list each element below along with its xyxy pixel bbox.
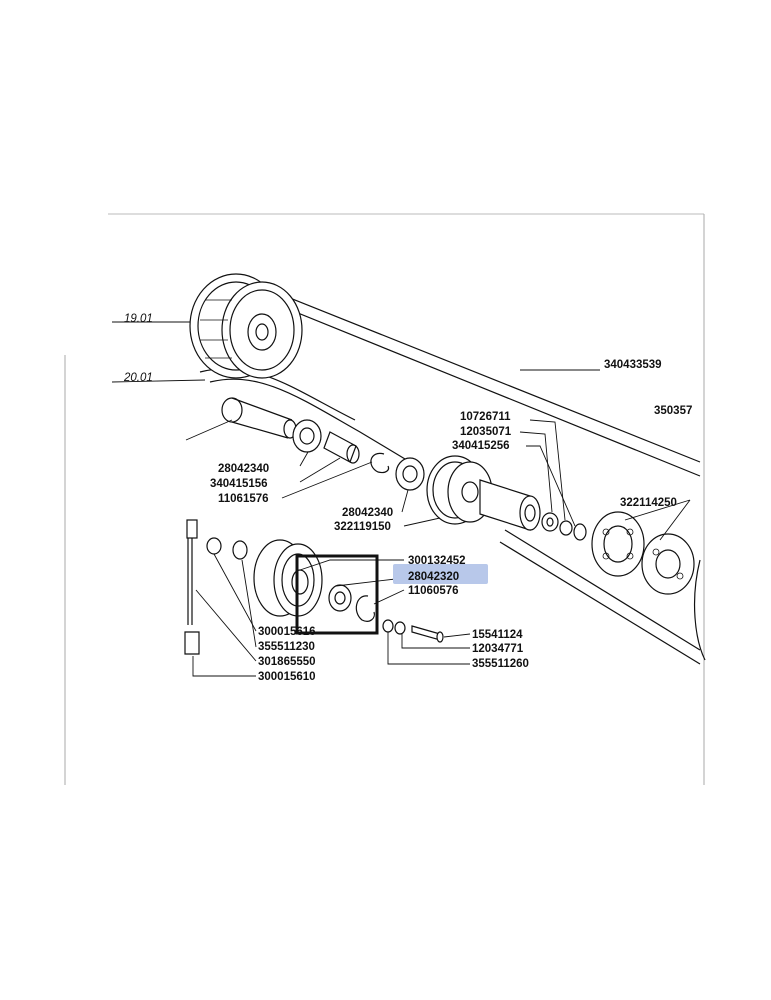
label-15541124: 15541124 xyxy=(472,629,523,641)
circlip-left xyxy=(370,452,390,474)
highlight-marker xyxy=(393,564,488,584)
bearing-left xyxy=(292,419,322,453)
label-11060576: 11060576 xyxy=(408,585,459,597)
label-300132452: 300132452 xyxy=(408,555,466,567)
label-300015616: 300015616 xyxy=(258,626,316,638)
bolt-washers xyxy=(382,619,444,643)
label-28042340-a: 28042340 xyxy=(218,463,269,475)
bearing-28042320 xyxy=(328,584,352,612)
label-12034771: 12034771 xyxy=(472,643,524,655)
label-340415256: 340415256 xyxy=(452,440,510,452)
input-shaft xyxy=(185,397,297,441)
tension-bolt xyxy=(184,519,248,655)
bearing-middle xyxy=(395,457,425,491)
ref-label-19-01: 19.01 xyxy=(124,313,153,325)
spacer-sleeve xyxy=(323,431,360,464)
selection-box xyxy=(295,554,379,635)
drive-pulley xyxy=(189,273,303,379)
label-10726711: 10726711 xyxy=(460,411,511,423)
idler-pulley xyxy=(253,539,323,617)
label-355511260: 355511260 xyxy=(472,658,529,670)
page-frame xyxy=(64,213,705,785)
label-350357: 350357 xyxy=(654,405,692,417)
label-300015610: 300015610 xyxy=(258,671,316,683)
label-340415156: 340415156 xyxy=(210,478,268,490)
label-11061576: 11061576 xyxy=(218,493,269,505)
label-355511230: 355511230 xyxy=(258,641,315,653)
ref-label-20-01: 20.01 xyxy=(123,372,153,384)
label-301865550: 301865550 xyxy=(258,656,316,668)
label-340433539: 340433539 xyxy=(604,359,662,371)
center-pulley xyxy=(426,455,541,531)
washer-nut-right xyxy=(541,512,587,541)
label-322119150: 322119150 xyxy=(334,521,391,533)
label-28042340-b: 28042340 xyxy=(342,507,393,519)
label-12035071: 12035071 xyxy=(460,426,512,438)
coupling-flanges xyxy=(591,511,695,595)
label-28042320: 28042320 xyxy=(408,571,459,583)
leader-lines xyxy=(111,321,691,677)
circlip-11060576 xyxy=(355,595,375,622)
label-322114250: 322114250 xyxy=(620,497,677,509)
